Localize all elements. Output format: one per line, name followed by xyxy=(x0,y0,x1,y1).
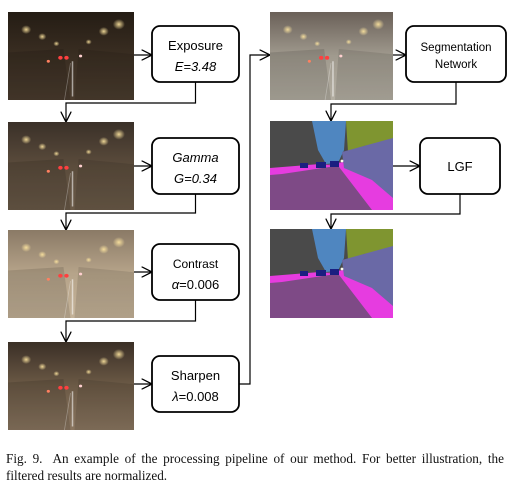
photo-filtered-output xyxy=(269,12,394,101)
caption-label: Fig. 9. xyxy=(6,451,43,466)
segmentation-map xyxy=(270,121,393,210)
segmentation-network-box: Segmentation Network xyxy=(405,25,507,83)
exposure-box: Exposure E=3.48 xyxy=(151,25,240,83)
exposure-label: Exposure xyxy=(168,38,223,53)
photo-sharpen xyxy=(7,342,135,431)
contrast-label: Contrast xyxy=(173,257,219,271)
sharpen-label: Sharpen xyxy=(171,368,220,383)
gamma-param: G=0.34 xyxy=(174,171,217,186)
lgf-label: LGF xyxy=(447,159,472,174)
arrow-segmentation-to-map xyxy=(331,82,457,120)
gamma-box: Gamma G=0.34 xyxy=(151,137,240,195)
exposure-param: E=3.48 xyxy=(175,59,217,74)
gamma-label: Gamma xyxy=(172,150,218,165)
figure-caption: Fig. 9.An example of the processing pipe… xyxy=(6,450,504,484)
photo-contrast xyxy=(7,230,135,319)
arrow-sharpen-to-output xyxy=(239,55,269,385)
caption-text: An example of the processing pipeline of… xyxy=(6,451,504,483)
sharpen-box: Sharpen λ=0.008 xyxy=(151,355,240,413)
lgf-box: LGF xyxy=(419,137,501,195)
contrast-param: α=0.006 xyxy=(172,277,220,292)
segmentation-label-line1: Segmentation xyxy=(421,42,492,54)
sharpen-param: λ=0.008 xyxy=(171,389,219,404)
arrow-lgf-to-refined xyxy=(331,194,461,228)
pipeline-diagram: Exposure E=3.48 Gamma G=0.34 Contrast α=… xyxy=(7,12,507,431)
connectors xyxy=(66,55,461,385)
alpha-symbol: α xyxy=(172,277,180,292)
lambda-symbol: λ xyxy=(171,389,178,404)
arrow-contrast-to-sharpen-photo xyxy=(66,300,197,341)
photo-gamma xyxy=(7,122,135,211)
segmentation-label-line2: Network xyxy=(435,59,477,71)
arrow-gamma-to-contrast-photo xyxy=(66,194,197,229)
segmentation-map-refined xyxy=(270,229,393,318)
sharpen-value: =0.008 xyxy=(179,389,219,404)
contrast-value: =0.006 xyxy=(179,277,219,292)
contrast-box: Contrast α=0.006 xyxy=(151,243,240,301)
photo-exposure xyxy=(7,12,135,101)
arrow-exposure-to-gamma-photo xyxy=(66,82,197,121)
